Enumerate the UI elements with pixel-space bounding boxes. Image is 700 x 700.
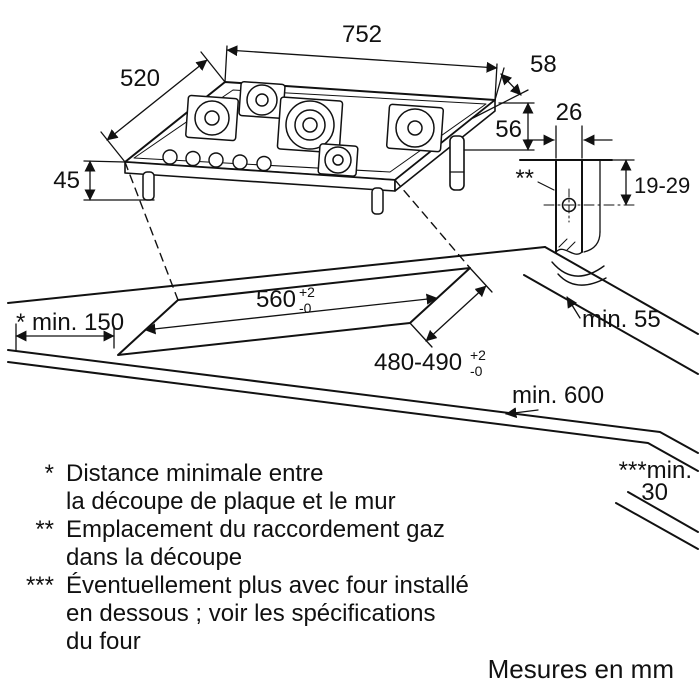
footnote-line: Distance minimale entre	[66, 460, 324, 487]
min-wall-label: * min. 150	[16, 309, 124, 336]
dim-depth-label: 520	[120, 65, 160, 92]
footnote-line: la découpe de plaque et le mur	[66, 488, 396, 515]
hob-dimensions	[83, 45, 535, 201]
footnote-marker: ***	[25, 572, 54, 599]
cutout-depth-tol-plus: +2	[470, 347, 486, 363]
hob-foot-right	[371, 187, 384, 215]
min-depth-label: min. 600	[512, 382, 604, 409]
dim-height-right-label: 56	[495, 116, 522, 143]
cutout-depth-label: 480-490	[374, 349, 462, 376]
gas-offset-label: 26	[556, 99, 583, 126]
gas-connection-detail	[519, 125, 635, 286]
gas-depth-label: 19-29	[634, 173, 690, 198]
footnote-line: dans la découpe	[66, 544, 243, 571]
worktop-rear-cut	[544, 246, 699, 335]
footnote-marker: *	[44, 460, 54, 487]
footnote-wall-distance: * Distance minimale entre la découpe de …	[6, 460, 616, 516]
cutout-width-tol-plus: +2	[299, 284, 315, 300]
min-clearance-label-2: 30	[641, 479, 668, 506]
hob-right-face	[394, 99, 496, 192]
footnote-line: du four	[66, 628, 141, 655]
cutout-width-label: 560	[256, 286, 296, 313]
footnote-line: Emplacement du raccordement gaz	[66, 516, 445, 543]
burner-rear-left	[238, 80, 286, 120]
control-knob	[208, 152, 224, 168]
dim-width-label: 752	[342, 21, 382, 48]
control-knob	[185, 150, 201, 167]
worktop-dimensions	[15, 267, 581, 419]
projection-line-right	[394, 179, 471, 269]
footnote-gas-connection: ** Emplacement du raccordement gaz dans …	[6, 516, 616, 572]
hob-foot-left	[142, 171, 155, 201]
burner-wok	[276, 96, 344, 154]
units-note: Mesures en mm	[487, 654, 674, 684]
gas-pipe	[449, 135, 465, 191]
footnote-marker: **	[35, 516, 54, 543]
min-clearance-label-1: ***min.	[619, 457, 692, 484]
burner-right	[385, 103, 445, 153]
projection-line-left	[124, 161, 179, 301]
burner-front	[317, 143, 359, 177]
dim-height-left-label: 45	[53, 167, 80, 194]
footnote-line: Éventuellement plus avec four installé	[66, 572, 469, 599]
gas-marker-label: **	[515, 165, 534, 192]
footnote-line: en dessous ; voir les spécifications	[66, 600, 436, 627]
burner-left	[185, 94, 239, 142]
control-knob	[162, 149, 178, 165]
min-rear-label: min. 55	[582, 306, 661, 333]
hob-drawing	[124, 80, 496, 215]
control-knobs	[162, 149, 272, 172]
control-knob	[232, 154, 248, 170]
cutout-depth-tol-minus: -0	[470, 363, 483, 379]
cutout-width-tol-minus: -0	[299, 300, 312, 316]
dim-edge-right-label: 58	[530, 51, 557, 78]
footnote-oven-below: *** Éventuellement plus avec four instal…	[6, 572, 616, 656]
control-knob	[256, 155, 272, 172]
footnotes: * Distance minimale entre la découpe de …	[6, 460, 616, 656]
